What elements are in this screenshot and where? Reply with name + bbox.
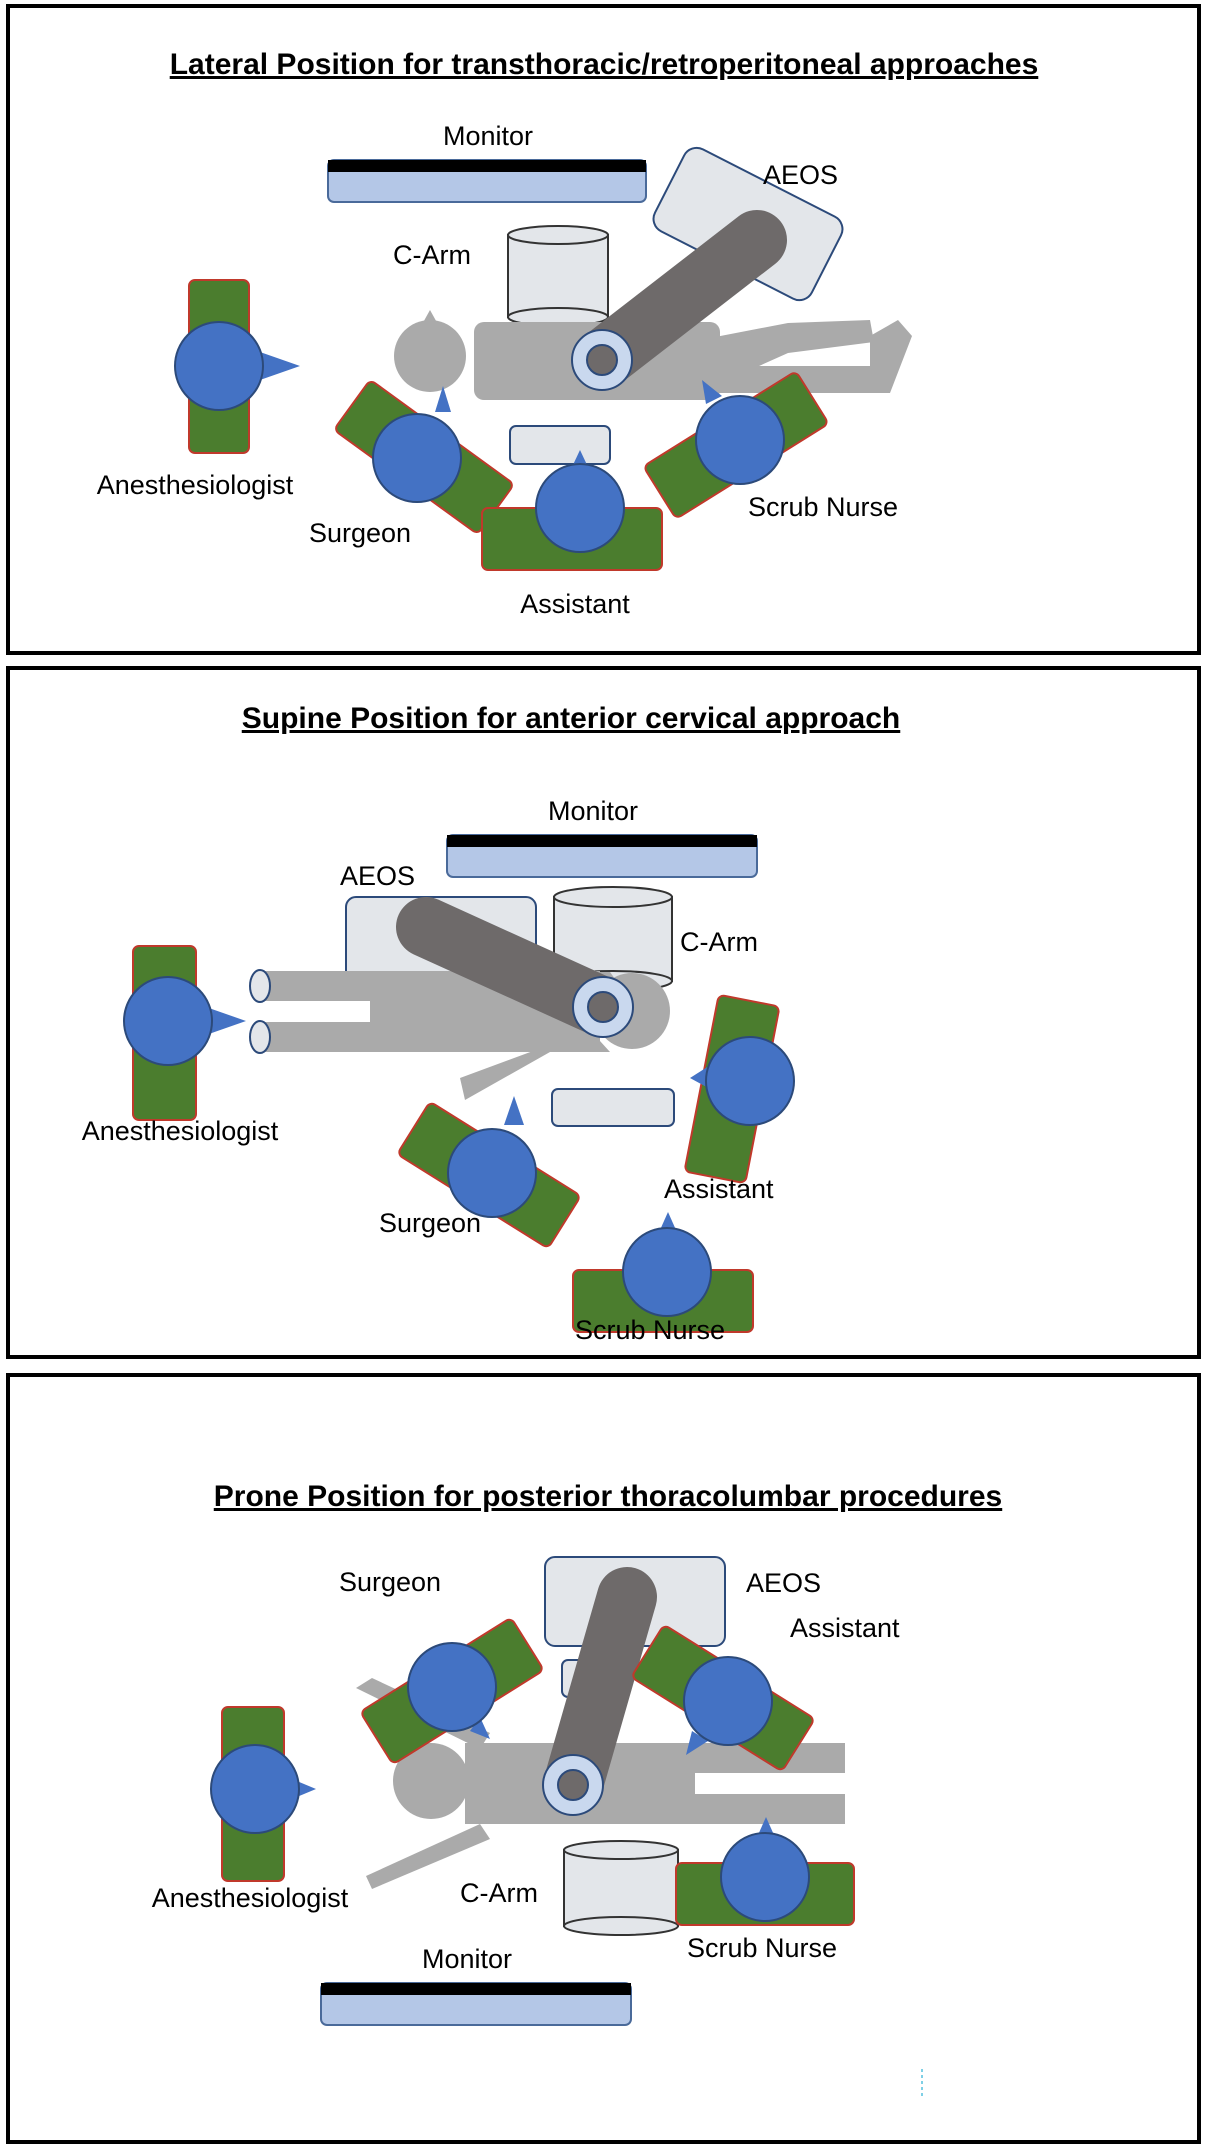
feet-right [249, 1020, 271, 1054]
assistant [481, 450, 663, 571]
instrument-table [551, 1088, 675, 1127]
surgeon [335, 380, 513, 534]
scrub-nurse [675, 1817, 855, 1926]
aeos-label: AEOS [746, 1568, 821, 1598]
assistant-label: Assistant [790, 1613, 900, 1643]
panel-title: Supine Position for anterior cervical ap… [242, 702, 901, 735]
monitor-label: Monitor [422, 1944, 512, 1974]
monitor-label: Monitor [548, 796, 638, 826]
c-arm [563, 1840, 679, 1936]
feet-left [249, 969, 271, 1003]
scrub-nurse [572, 1212, 754, 1333]
panel-lateral: Lateral Position for transthoracic/retro… [6, 4, 1201, 655]
panel-prone: Prone Position for posterior thoracolumb… [6, 1373, 1201, 2144]
c-arm-label: C-Arm [680, 927, 758, 957]
c-arm-label: C-Arm [393, 240, 471, 270]
lateral-diagram: Lateral Position for transthoracic/retro… [97, 48, 1039, 619]
panel-title: Lateral Position for transthoracic/retro… [170, 48, 1039, 81]
monitor [320, 1982, 632, 2026]
anesthesiologist-label: Anesthesiologist [82, 1116, 279, 1146]
anesthesiologist-label: Anesthesiologist [152, 1883, 349, 1913]
monitor-label: Monitor [443, 121, 533, 151]
anesthesiologist [210, 1706, 316, 1882]
scrub-nurse-label: Scrub Nurse [575, 1315, 725, 1345]
aeos-arm [571, 210, 787, 391]
supine-diagram: Supine Position for anterior cervical ap… [82, 702, 901, 1345]
anesthesiologist-label: Anesthesiologist [97, 470, 294, 500]
anesthesiologist [174, 279, 300, 454]
scrub-nurse-label: Scrub Nurse [687, 1933, 837, 1963]
c-arm [507, 225, 609, 327]
scrub-nurse-label: Scrub Nurse [748, 492, 898, 522]
monitor [327, 159, 647, 203]
aeos-label: AEOS [763, 160, 838, 190]
aeos-label: AEOS [340, 861, 415, 891]
panel-supine: Supine Position for anterior cervical ap… [6, 666, 1201, 1359]
instrument-table [509, 425, 611, 465]
aeos-arm [542, 1567, 657, 1816]
assistant-label: Assistant [664, 1174, 774, 1204]
surgeon-label: Surgeon [379, 1208, 481, 1238]
c-arm-label: C-Arm [460, 1878, 538, 1908]
surgeon [398, 1096, 580, 1248]
scrub-nurse [644, 372, 828, 518]
prone-diagram: Prone Position for posterior thoracolumb… [152, 1480, 1002, 2099]
aeos-arm [396, 897, 634, 1038]
anesthesiologist [123, 945, 246, 1121]
panel-title: Prone Position for posterior thoracolumb… [214, 1480, 1002, 1513]
surgeon [361, 1618, 543, 1764]
surgeon-label: Surgeon [339, 1567, 441, 1597]
surgeon-label: Surgeon [309, 518, 411, 548]
assistant [632, 1625, 814, 1771]
monitor [446, 834, 758, 878]
assistant [684, 994, 795, 1184]
assistant-label: Assistant [520, 589, 630, 619]
